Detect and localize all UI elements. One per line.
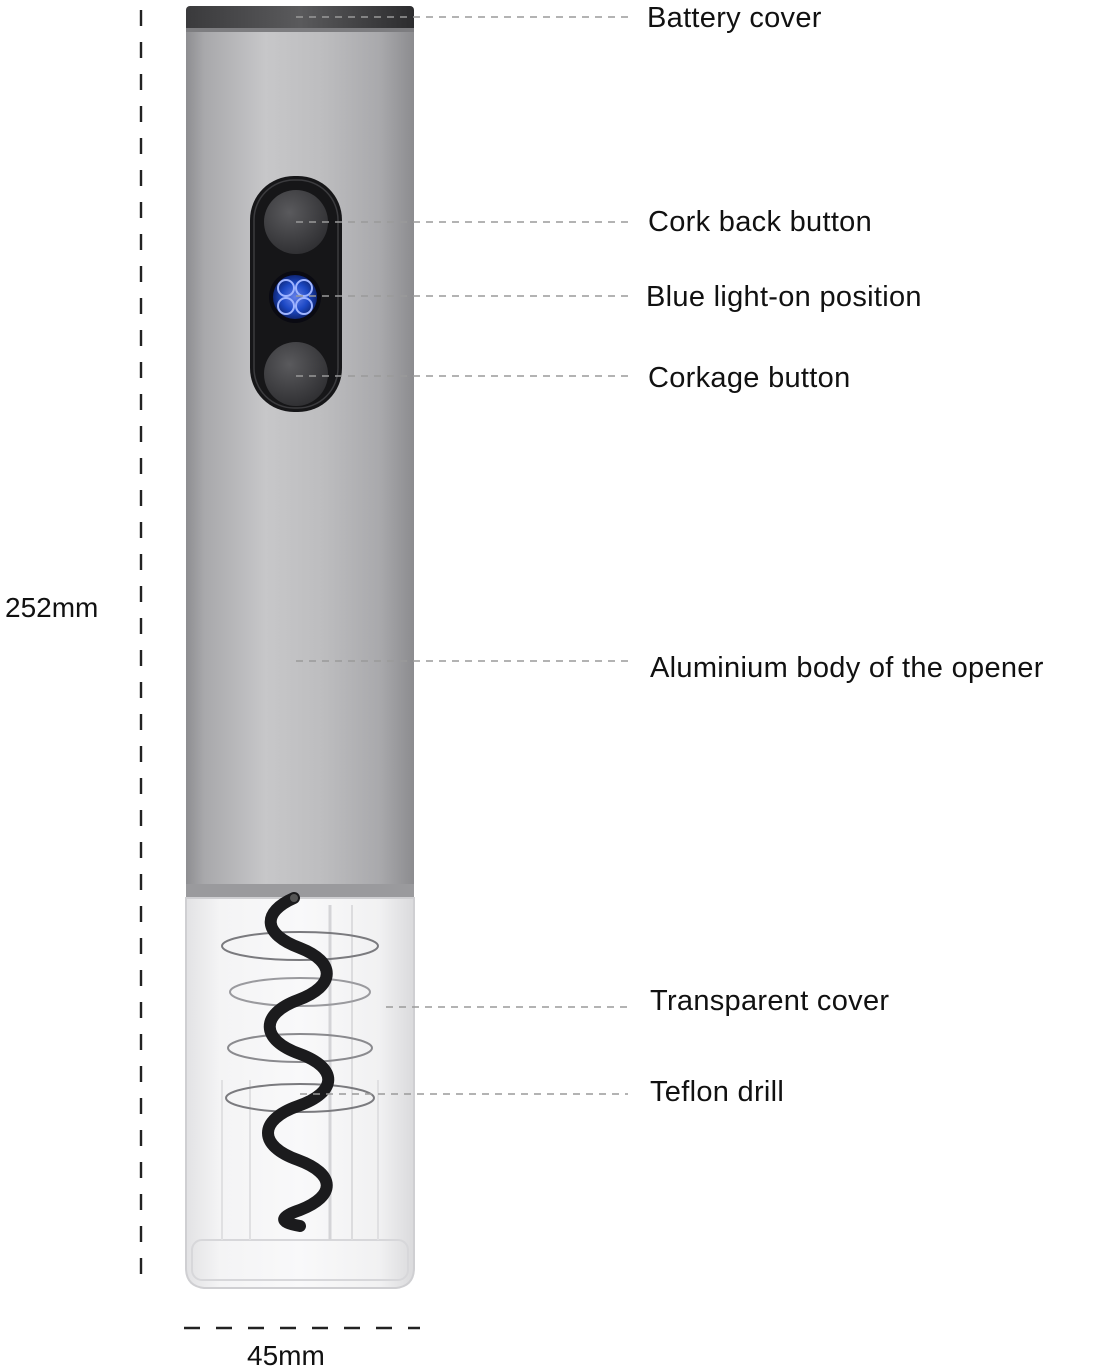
label-transparent-cover: Transparent cover bbox=[650, 985, 890, 1017]
label-blue-light: Blue light-on position bbox=[646, 281, 922, 313]
teflon-drill-shape bbox=[262, 892, 335, 1232]
corkage-button-shape bbox=[264, 342, 328, 406]
blue-led bbox=[269, 271, 321, 323]
aluminium-body-shape bbox=[186, 32, 414, 898]
leader-lines bbox=[296, 16, 632, 1095]
label-teflon-drill: Teflon drill bbox=[650, 1076, 785, 1108]
battery-cover-cap bbox=[186, 6, 414, 34]
height-dimension-label: 252mm bbox=[5, 592, 99, 623]
dimension-lines bbox=[139, 10, 420, 1330]
label-corkage-button: Corkage button bbox=[648, 362, 851, 394]
label-aluminium-body: Aluminium body of the opener bbox=[650, 652, 1044, 684]
width-dimension-label: 45mm bbox=[247, 1340, 325, 1371]
label-battery-cover: Battery cover bbox=[647, 2, 822, 34]
label-cork-back-button: Cork back button bbox=[648, 206, 873, 238]
